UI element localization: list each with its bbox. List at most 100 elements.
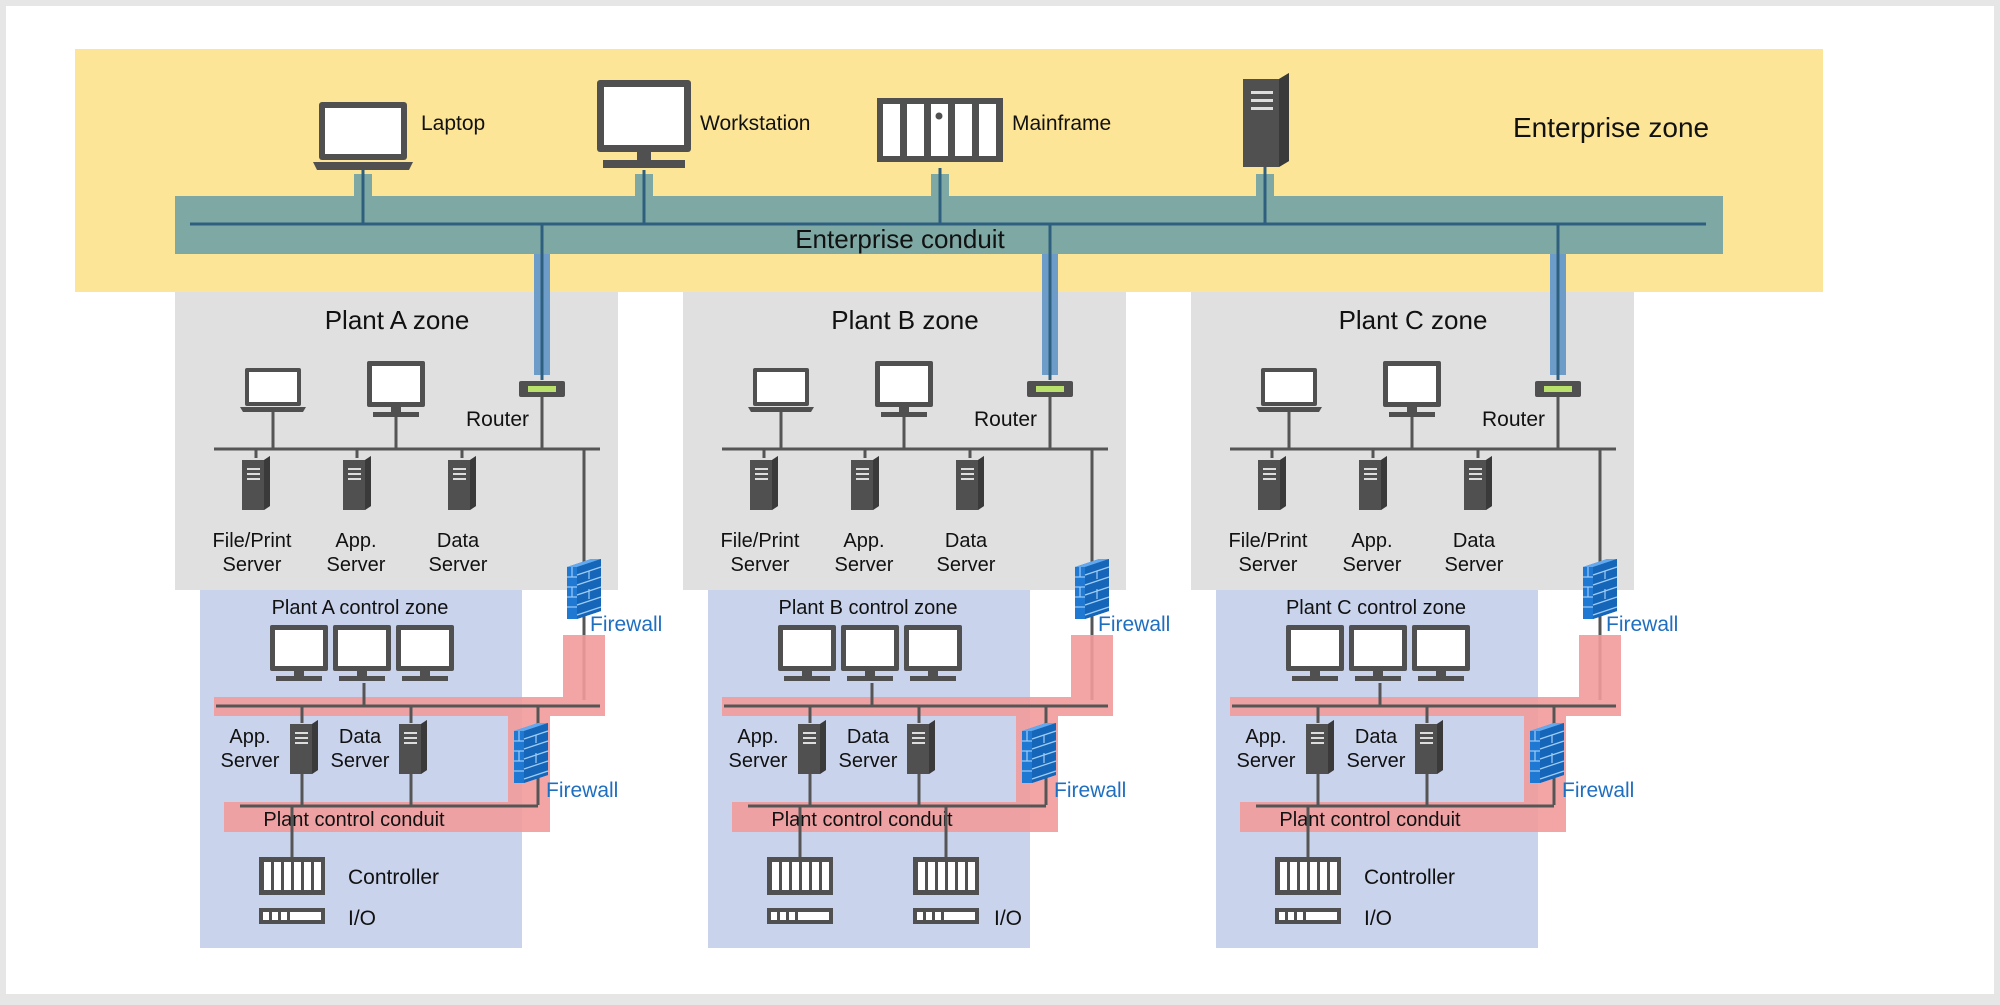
server-icon	[750, 456, 778, 510]
server-icon	[907, 720, 935, 774]
server-label: Data	[945, 530, 988, 552]
server-label: App.	[229, 726, 270, 748]
controller-icon	[259, 857, 325, 895]
plant-group: Plant A zoneRouterFile/PrintServerApp.Se…	[175, 224, 662, 948]
control-conduit-label: Plant control conduit	[263, 809, 445, 831]
server-label: Server	[223, 554, 282, 576]
io-icon	[1275, 908, 1341, 924]
firewall-icon	[566, 558, 602, 620]
server-label: Server	[1445, 554, 1504, 576]
io-label: I/O	[348, 907, 376, 930]
server-icon	[956, 456, 984, 510]
server-icon	[399, 720, 427, 774]
firewall-icon	[513, 722, 549, 784]
io-label: I/O	[994, 907, 1022, 930]
enterprise-device-links	[361, 167, 1267, 224]
firewall-icon	[1529, 722, 1565, 784]
server-icon	[1306, 720, 1334, 774]
enterprise-zone-label: Enterprise zone	[1513, 112, 1709, 143]
server-label: Server	[327, 554, 386, 576]
firewall-label: Firewall	[1098, 613, 1170, 636]
plant-group: Plant C zoneRouterFile/PrintServerApp.Se…	[1191, 224, 1678, 948]
plant-group: Plant B zoneRouterFile/PrintServerApp.Se…	[683, 224, 1170, 948]
server-label: Server	[429, 554, 488, 576]
server-icon	[1359, 456, 1387, 510]
io-icon	[913, 908, 979, 924]
server-label: Server	[1239, 554, 1298, 576]
server-label: App.	[335, 530, 376, 552]
server-icon	[1464, 456, 1492, 510]
mainframe-icon	[877, 98, 1003, 162]
server-label: Data	[1453, 530, 1496, 552]
server-icon	[242, 456, 270, 510]
control-zone-label: Plant B control zone	[779, 597, 958, 619]
router-icon	[1535, 381, 1581, 397]
server-label: Server	[1237, 750, 1296, 772]
router-label: Router	[466, 408, 529, 431]
firewall-label: Firewall	[1054, 779, 1126, 802]
server-label: Data	[437, 530, 480, 552]
server-icon	[1415, 720, 1443, 774]
router-label: Router	[974, 408, 1037, 431]
plant-zone-label: Plant C zone	[1339, 305, 1488, 335]
server-label: Data	[847, 726, 890, 748]
controller-label: Controller	[1364, 866, 1455, 889]
server-label: Server	[1347, 750, 1406, 772]
io-icon	[767, 908, 833, 924]
server-label: App.	[1245, 726, 1286, 748]
controller-icon	[767, 857, 833, 895]
laptop-icon	[240, 368, 306, 412]
router-label: Router	[1482, 408, 1545, 431]
server-label: Server	[1343, 554, 1402, 576]
server-label: Server	[839, 750, 898, 772]
server-label: App.	[737, 726, 778, 748]
server-label: File/Print	[721, 530, 800, 552]
control-zone-label: Plant A control zone	[272, 597, 449, 619]
controller-icon	[913, 857, 979, 895]
server-icon	[448, 456, 476, 510]
laptop-icon	[313, 102, 413, 170]
control-zone-label: Plant C control zone	[1286, 597, 1466, 619]
server-label: File/Print	[213, 530, 292, 552]
plant-zone-label: Plant B zone	[831, 305, 978, 335]
server-icon	[1258, 456, 1286, 510]
enterprise-conduit-label: Enterprise conduit	[795, 224, 1005, 254]
control-conduit-label: Plant control conduit	[771, 809, 953, 831]
mainframe-label: Mainframe	[1012, 112, 1111, 135]
server-icon	[343, 456, 371, 510]
laptop-icon	[748, 368, 814, 412]
server-label: Server	[731, 554, 790, 576]
server-label: App.	[843, 530, 884, 552]
firewall-label: Firewall	[1562, 779, 1634, 802]
server-label: Data	[1355, 726, 1398, 748]
firewall-icon	[1582, 558, 1618, 620]
firewall-label: Firewall	[1606, 613, 1678, 636]
server-label: Data	[339, 726, 382, 748]
server-icon	[851, 456, 879, 510]
server-label: App.	[1351, 530, 1392, 552]
controller-label: Controller	[348, 866, 439, 889]
laptop-icon	[1256, 368, 1322, 412]
firewall-icon	[1074, 558, 1110, 620]
plant-zone-label: Plant A zone	[325, 305, 470, 335]
server-label: File/Print	[1229, 530, 1308, 552]
workstation-label: Workstation	[700, 112, 811, 135]
controller-icon	[1275, 857, 1341, 895]
control-conduit-label: Plant control conduit	[1279, 809, 1461, 831]
router-icon	[519, 381, 565, 397]
server-icon	[798, 720, 826, 774]
io-icon	[259, 908, 325, 924]
server-label: Server	[835, 554, 894, 576]
laptop-label: Laptop	[421, 112, 485, 135]
router-icon	[1027, 381, 1073, 397]
firewall-label: Firewall	[546, 779, 618, 802]
server-label: Server	[221, 750, 280, 772]
firewall-label: Firewall	[590, 613, 662, 636]
firewall-icon	[1021, 722, 1057, 784]
server-tower-icon	[1243, 73, 1289, 167]
plants-group: Plant A zoneRouterFile/PrintServerApp.Se…	[175, 224, 1678, 948]
server-label: Server	[331, 750, 390, 772]
server-label: Server	[729, 750, 788, 772]
